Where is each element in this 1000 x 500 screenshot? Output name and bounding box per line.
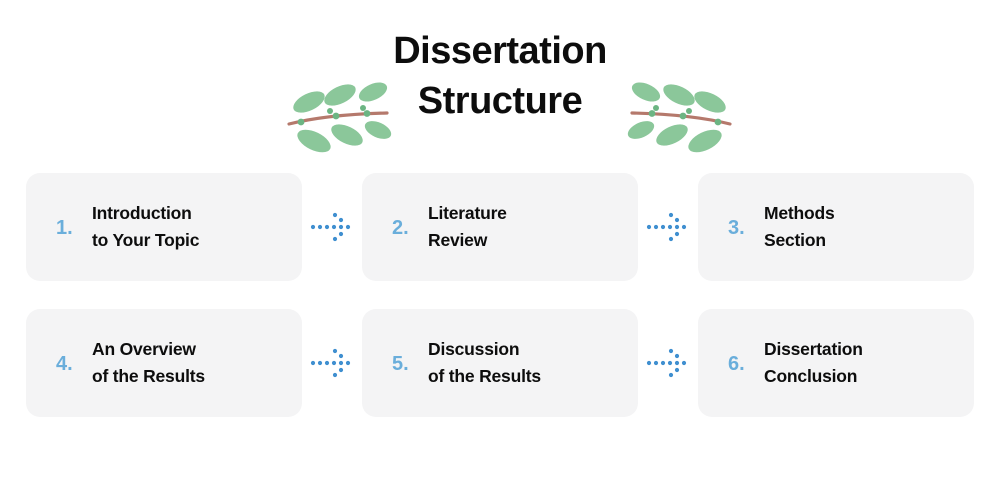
step-label-5: Discussion of the Results [428, 339, 541, 386]
leaf-branch-left-icon [283, 78, 395, 160]
step-label-2: Literature Review [428, 203, 507, 250]
connector-arrow-2 [638, 173, 698, 281]
step-card-5[interactable]: 5. Discussion of the Results [362, 309, 638, 417]
header: Dissertation Structure [0, 0, 1000, 165]
step-label-1: Introduction to Your Topic [92, 203, 200, 250]
step-number-6: 6. [728, 353, 745, 375]
flow-row-1: 1. Introduction to Your Topic [26, 173, 974, 281]
flow-row-2: 4. An Overview of the Results [26, 309, 974, 417]
step-label-6: Dissertation Conclusion [764, 339, 863, 386]
step-card-2[interactable]: 2. Literature Review [362, 173, 638, 281]
step-number-5: 5. [392, 353, 409, 375]
step-number-2: 2. [392, 217, 409, 239]
step-number-4: 4. [56, 353, 73, 375]
leaf-branch-right-icon [624, 78, 736, 160]
step-number-1: 1. [56, 217, 73, 239]
step-number-3: 3. [728, 217, 745, 239]
step-label-3: Methods Section [764, 203, 835, 250]
step-card-3[interactable]: 3. Methods Section [698, 173, 974, 281]
header-inner: Dissertation Structure [0, 0, 1000, 165]
page-title: Dissertation Structure [393, 30, 607, 122]
step-card-6[interactable]: 6. Dissertation Conclusion [698, 309, 974, 417]
step-card-1[interactable]: 1. Introduction to Your Topic [26, 173, 302, 281]
step-card-4[interactable]: 4. An Overview of the Results [26, 309, 302, 417]
connector-arrow-3 [302, 309, 362, 417]
dissertation-structure-flow: 1. Introduction to Your Topic [26, 173, 974, 417]
step-label-4: An Overview of the Results [92, 339, 205, 386]
connector-arrow-4 [638, 309, 698, 417]
connector-arrow-1 [302, 173, 362, 281]
